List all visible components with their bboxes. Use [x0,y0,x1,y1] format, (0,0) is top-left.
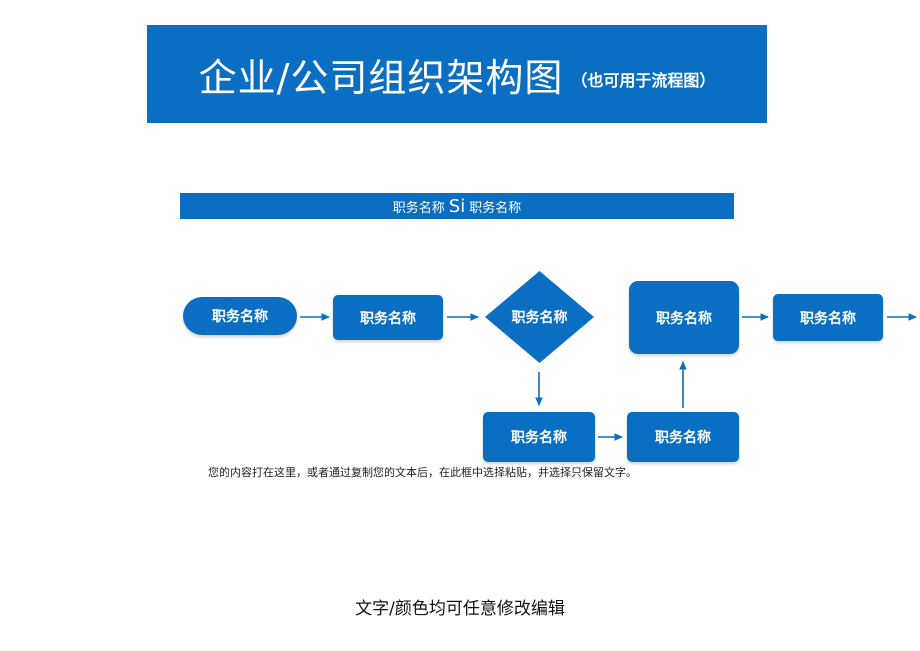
subheader-right-label: 职务名称 [469,200,522,216]
flow-node-label: 职务名称 [800,310,856,327]
flow-node-4: 职务名称 [629,281,739,354]
footer-note: 文字/颜色均可任意修改编辑 [355,599,565,619]
flow-node-label: 职务名称 [360,310,416,327]
flow-node-label: 职务名称 [656,310,712,327]
flow-node-label: 职务名称 [655,430,711,446]
body-text: 您的内容打在这里，或者通过复制您的文本后，在此框中选择粘贴，并选择只保留文字。 [208,466,637,479]
page-title: 企业/公司组织架构图 [198,55,564,100]
subheader-bar: 职务名称 Si 职务名称 [180,193,734,219]
diamond-shape [485,271,594,363]
flow-node-2: 职务名称 [333,295,443,340]
title-banner: 企业/公司组织架构图 （也可用于流程图） [147,25,767,123]
page-subtitle: （也可用于流程图） [571,71,716,90]
flow-node-label: 职务名称 [212,309,268,325]
flow-node-label: 职务名称 [511,430,567,446]
flow-node-5: 职务名称 [773,294,883,341]
flow-node-decision: 职务名称 [484,270,595,364]
subheader-middle-label: Si [448,195,466,217]
flow-node-6: 职务名称 [483,412,595,462]
flow-node-7: 职务名称 [627,412,739,462]
flow-node-start: 职务名称 [183,297,297,335]
flow-node-label: 职务名称 [511,310,568,326]
subheader-left-label: 职务名称 [392,200,445,216]
